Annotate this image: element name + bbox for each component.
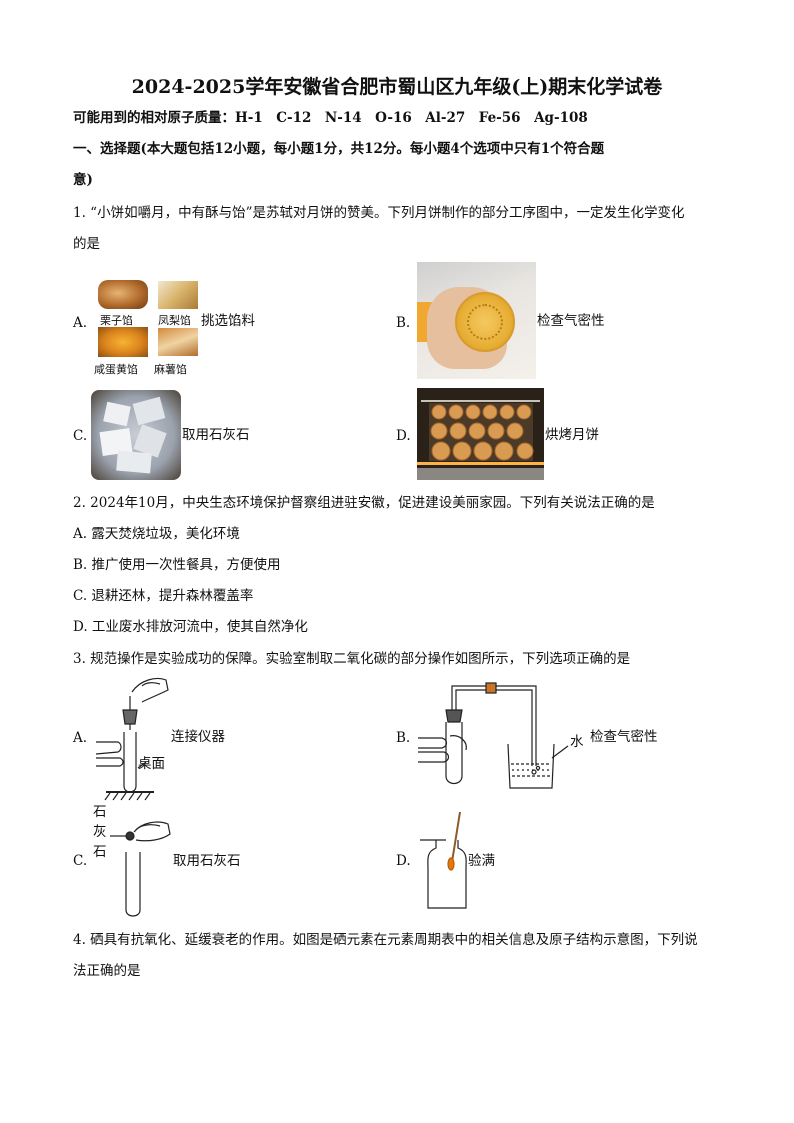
salted-egg-filling-photo [98,327,148,357]
q3-option-b-letter: B. [396,730,411,746]
q1-option-d-text: 烘烤月饼 [545,427,599,443]
mooncake-tray-graphic [430,404,534,461]
q1-option-a-text: 挑选馅料 [201,313,255,329]
limestone-char-2: 灰 [93,824,107,840]
section-heading: 一、选择题(本大题包括12小题，每小题1分，共12分。每小题4个选项中只有1个符… [73,141,605,157]
caption-salted-egg: 咸蛋黄馅 [94,363,138,376]
page-title: 2024-2025学年安徽省合肥市蜀山区九年级(上)期末化学试卷 [131,76,663,98]
take-limestone-diagram [110,821,171,917]
q1-option-c-text: 取用石灰石 [182,427,250,443]
q3-option-a-text: 连接仪器 [171,729,225,745]
q3-option-b-text: 检查气密性 [590,729,658,745]
mooncake-package-photo [417,262,536,379]
q1-option-c-letter: C. [73,428,88,444]
q4-stem-cont: 法正确的是 [73,963,141,979]
oven-photo [417,388,544,480]
limestone-char-3: 石 [93,844,107,860]
table-label: 桌面 [138,756,165,772]
q2-option-d: D. 工业废水排放河流中，使其自然净化 [73,619,308,635]
caption-mochi: 麻薯馅 [154,363,187,376]
caption-chestnut: 栗子馅 [100,314,133,327]
q1-option-b-text: 检查气密性 [537,313,605,329]
q3-option-d-text: 验满 [468,853,495,869]
q2-option-c: C. 退耕还林，提升森林覆盖率 [73,588,254,604]
q1-stem-cont: 的是 [73,236,100,252]
q1-stem: 1. “小饼如嚼月，中有酥与饴”是苏轼对月饼的赞美。下列月饼制作的部分工序图中，… [73,205,685,221]
connect-apparatus-diagram [95,677,169,801]
q1-option-b-letter: B. [396,315,411,331]
limestone-char-1: 石 [93,804,107,820]
q3-option-c-letter: C. [73,853,88,869]
section-heading-cont: 意) [73,172,93,188]
airtightness-check-diagram [418,682,569,789]
caption-pineapple: 凤梨馅 [158,314,191,327]
q3-option-c-text: 取用石灰石 [173,853,241,869]
q1-option-d-letter: D. [396,428,411,444]
q2-stem: 2. 2024年10月，中央生态环境保护督察组进驻安徽，促进建设美丽家园。下列有… [73,495,655,511]
q2-option-a: A. 露天焚烧垃圾，美化环境 [73,526,240,542]
q3-option-a-letter: A. [73,730,88,746]
atomic-masses: 可能用到的相对原子质量：H-1 C-12 N-14 O-16 Al-27 Fe-… [73,110,588,126]
chestnut-filling-photo [98,280,148,309]
gas-full-test-diagram [420,811,467,909]
q3-option-d-letter: D. [396,853,411,869]
q4-stem: 4. 硒具有抗氧化、延缓衰老的作用。如图是硒元素在元素周期表中的相关信息及原子结… [73,932,698,948]
mochi-filling-photo [158,328,198,356]
limestone-photo [91,390,181,480]
q2-option-b: B. 推广使用一次性餐具，方便使用 [73,557,281,573]
water-label: 水 [570,734,584,750]
q1-option-a-letter: A. [73,315,88,331]
q3-stem: 3. 规范操作是实验成功的保障。实验室制取二氧化碳的部分操作如图所示，下列选项正… [73,651,631,667]
pineapple-filling-photo [158,281,198,309]
